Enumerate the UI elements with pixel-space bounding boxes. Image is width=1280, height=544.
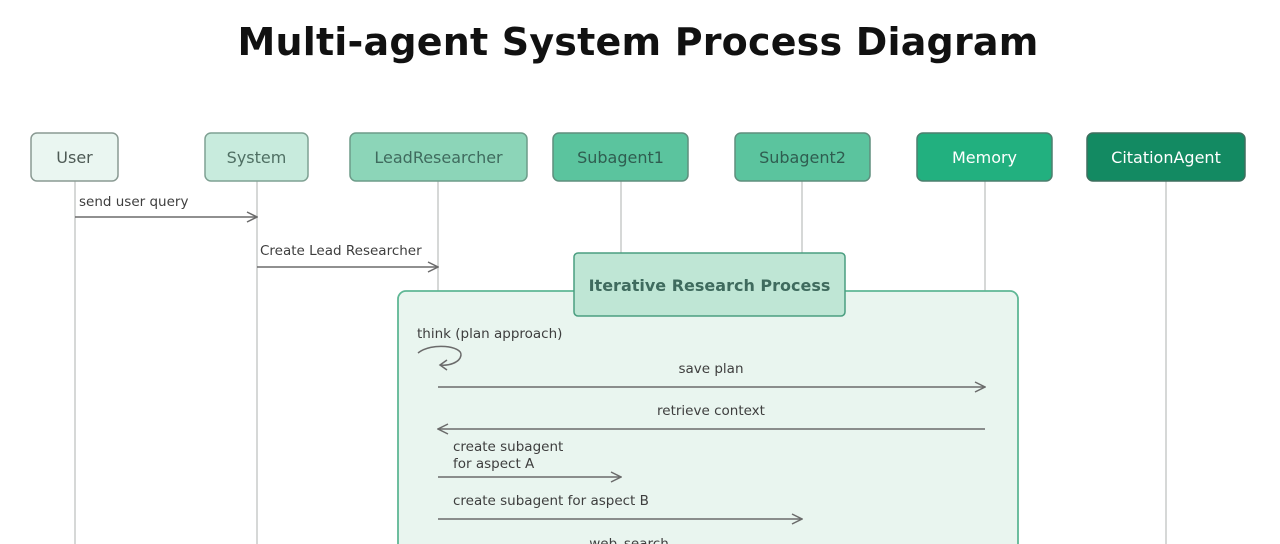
message-create-subagent-a: create subagent for aspect A — [438, 439, 621, 477]
loop-frame: Iterative Research Process — [397, 252, 1019, 544]
message-save-plan: save plan — [438, 361, 985, 387]
message-retrieve-context: retrieve context — [438, 403, 985, 429]
message-label-line-2: for aspect A — [453, 456, 535, 472]
participant-label: System — [227, 148, 287, 167]
diagram-title: Multi-agent System Process Diagram — [237, 20, 1039, 64]
message-create-subagent-b: create subagent for aspect B — [438, 493, 802, 519]
message-label: Create Lead Researcher — [260, 243, 422, 259]
message-label: web_search — [589, 536, 669, 544]
participant-box — [552, 132, 689, 182]
self-call-arrow — [417, 345, 462, 366]
participant-label: Memory — [952, 148, 1017, 167]
participant-user[interactable]: User — [30, 132, 119, 182]
participant-label: Subagent1 — [577, 148, 664, 167]
message-think-plan-approach: think (plan approach) — [417, 326, 562, 371]
message-label: retrieve context — [657, 403, 765, 419]
message-create-lead-researcher: Create Lead Researcher — [257, 243, 438, 267]
message-label: send user query — [79, 194, 188, 210]
participant-label: LeadResearcher — [374, 148, 503, 167]
participant-system[interactable]: System — [204, 132, 309, 182]
participant-subagent2[interactable]: Subagent2 — [734, 132, 871, 182]
participant-memory[interactable]: Memory — [916, 132, 1053, 182]
participant-box — [734, 132, 871, 182]
participant-label: Subagent2 — [759, 148, 846, 167]
message-send-user-query: send user query — [75, 194, 257, 217]
participant-box — [349, 132, 528, 182]
message-label: create subagent for aspect B — [453, 493, 649, 509]
participant-box — [204, 132, 309, 182]
participant-citationagent[interactable]: CitationAgent — [1086, 132, 1246, 182]
self-call-arrowhead — [438, 359, 448, 371]
message-web-search: web_search — [589, 536, 669, 544]
participant-leadresearcher[interactable]: LeadResearcher — [349, 132, 528, 182]
participant-box — [30, 132, 119, 182]
participant-box — [1086, 132, 1246, 182]
participant-label: User — [56, 148, 93, 167]
message-label: save plan — [678, 361, 743, 377]
message-label-line-1: create subagent — [453, 439, 563, 455]
message-label: think (plan approach) — [417, 326, 562, 342]
participant-label: CitationAgent — [1111, 148, 1221, 167]
participant-box — [916, 132, 1053, 182]
loop-label: Iterative Research Process — [589, 276, 831, 295]
participant-subagent1[interactable]: Subagent1 — [552, 132, 689, 182]
loop-label-box — [573, 252, 846, 317]
